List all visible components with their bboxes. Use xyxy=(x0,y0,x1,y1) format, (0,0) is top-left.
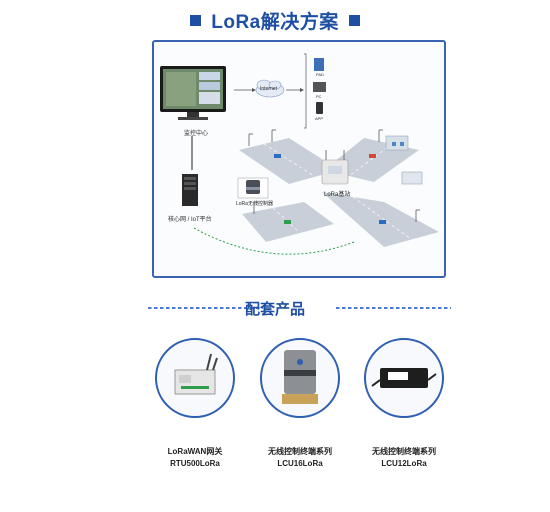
page-title: LoRa解决方案 xyxy=(211,11,339,33)
product-lcu12lora[interactable]: 无线控制终端系列 LCU12LoRa xyxy=(348,338,460,470)
core-network-label: 核心网 / IoT平台 xyxy=(168,217,212,223)
app-label: APP xyxy=(315,116,324,121)
product-image-gateway xyxy=(155,338,235,418)
pc-label: PC xyxy=(316,94,322,99)
phone-icon xyxy=(316,102,323,114)
monitor-center-label: 监控中心 xyxy=(184,131,209,137)
gateway-icon xyxy=(321,150,349,185)
buildings xyxy=(385,135,423,185)
divider-left xyxy=(148,307,263,309)
product-name: LoRaWAN网关 xyxy=(167,447,223,456)
server-icon xyxy=(182,174,198,206)
terminal-label: LoRa无线控制器 xyxy=(236,201,273,207)
product-name: 无线控制终端系列 xyxy=(372,447,436,456)
gateway-device-icon xyxy=(174,353,218,395)
pad-label: PAD xyxy=(316,72,324,77)
street-lamps xyxy=(248,129,420,222)
diagram-illustration xyxy=(160,53,439,255)
product-model: LCU12LoRa xyxy=(381,459,427,468)
accessory-products-header: 配套产品 xyxy=(0,295,550,319)
pad-icon xyxy=(314,58,324,71)
cloud-icon xyxy=(255,79,285,98)
product-name: 无线控制终端系列 xyxy=(268,447,332,456)
product-image-lcu12 xyxy=(364,338,444,418)
header-square-left xyxy=(190,14,202,26)
pc-icon xyxy=(313,82,326,92)
terminal-icon xyxy=(237,177,269,199)
product-lcu16lora[interactable]: 无线控制终端系列 LCU16LoRa xyxy=(244,338,356,470)
header-square-right xyxy=(348,14,360,26)
cylinder-controller-icon xyxy=(282,350,318,404)
box-controller-icon xyxy=(371,368,437,388)
internet-label: Internet xyxy=(260,86,277,92)
product-model: RTU500LoRa xyxy=(170,459,220,468)
solution-diagram: 监控中心 Internet PAD PC APP 核心网 / IoT平台 LoR… xyxy=(152,40,446,278)
page-header: LoRa解决方案 xyxy=(0,8,550,33)
product-model: LCU16LoRa xyxy=(277,459,323,468)
devices-bracket xyxy=(304,53,307,129)
wireless-link xyxy=(193,227,355,255)
accessory-products-title: 配套产品 xyxy=(244,301,305,318)
product-image-lcu16 xyxy=(260,338,340,418)
monitor-icon xyxy=(160,66,226,120)
gateway-label: LoRa基站 xyxy=(324,192,351,198)
divider-right xyxy=(336,307,451,309)
cars xyxy=(274,154,386,224)
product-rtu500lora[interactable]: LoRaWAN网关 RTU500LoRa xyxy=(139,338,251,470)
